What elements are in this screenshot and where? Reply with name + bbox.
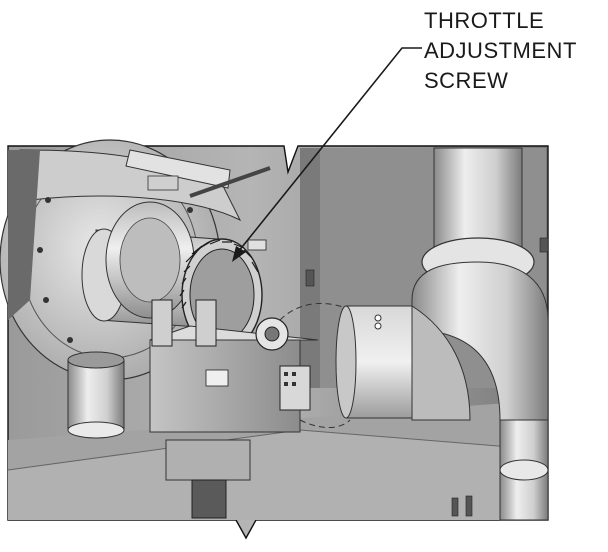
callout-line-2: ADJUSTMENT [424,38,577,63]
callout-leader-line [232,47,422,262]
vent-connector [279,302,413,428]
mounting-bracket [125,149,271,198]
detail-screws [305,237,549,517]
gas-valve-assembly [149,299,319,519]
plate-bolt-holes [37,177,193,343]
callout-line-1: THROTTLE [424,8,545,33]
support-post-left [67,351,125,439]
callout-line-3: SCREW [424,68,509,93]
vent-elbow-pipe [411,147,549,521]
callout-label: THROTTLE ADJUSTMENT SCREW [424,6,577,96]
